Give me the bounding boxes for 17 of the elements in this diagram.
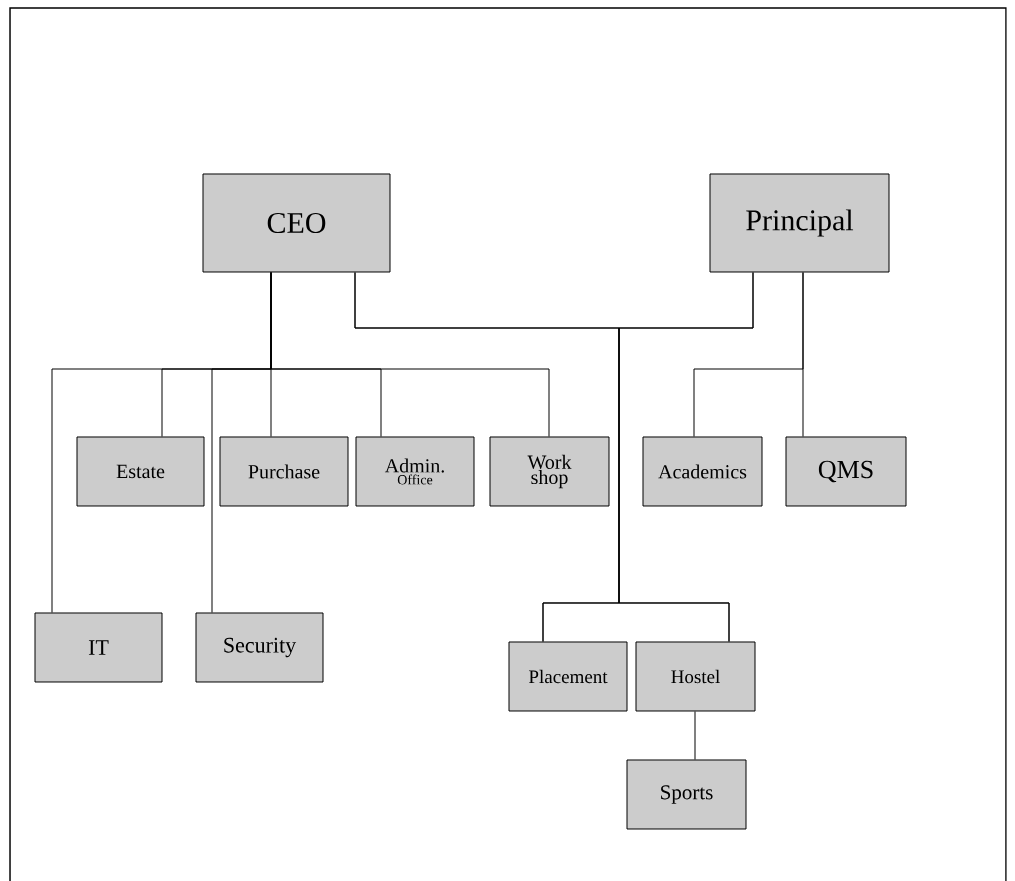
connector-line bbox=[802, 272, 804, 437]
connector-line bbox=[694, 711, 696, 760]
org-box: Principal bbox=[709, 173, 890, 273]
connector-line bbox=[211, 272, 272, 613]
connector-line bbox=[618, 272, 754, 642]
org-box: QMS bbox=[785, 436, 907, 507]
org-box: Security bbox=[195, 612, 324, 683]
org-box: Placement bbox=[508, 641, 628, 712]
org-box: CEO bbox=[202, 173, 391, 273]
org-box: IT bbox=[34, 612, 163, 683]
org-box: Purchase bbox=[219, 436, 349, 507]
org-box: Hostel bbox=[635, 641, 756, 712]
org-box: Estate bbox=[76, 436, 205, 507]
org-box: Admin. Office bbox=[355, 436, 475, 507]
org-box: Work shop bbox=[489, 436, 610, 507]
org-box: Academics bbox=[642, 436, 763, 507]
org-box: Sports bbox=[626, 759, 747, 830]
